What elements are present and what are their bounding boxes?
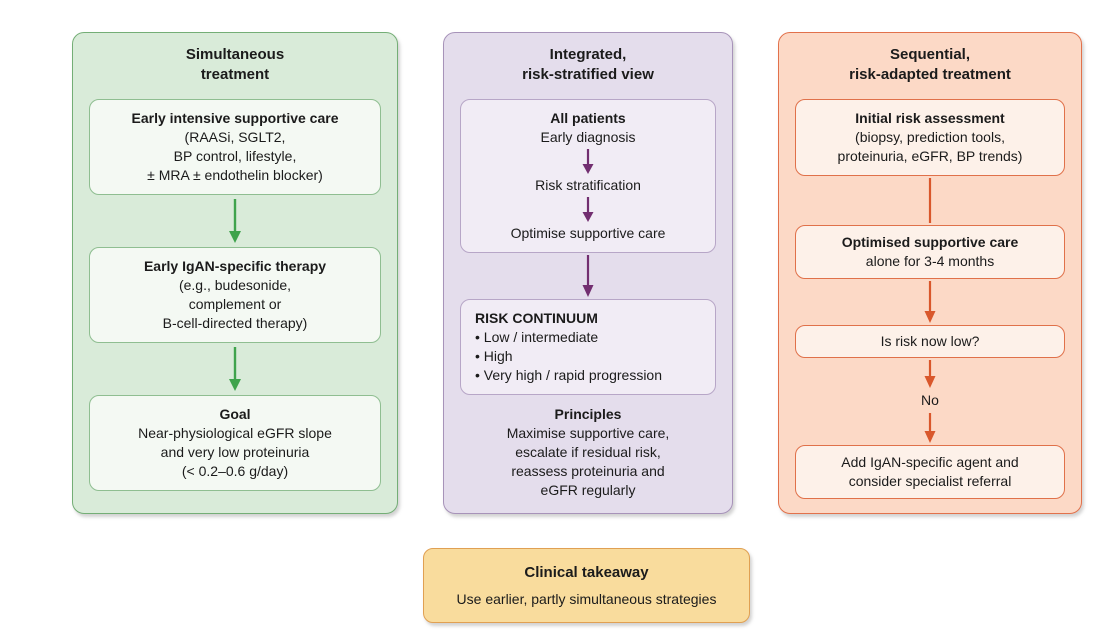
- clinical-takeaway-box: Clinical takeaway Use earlier, partly si…: [423, 548, 750, 623]
- box-heading: Initial risk assessment: [855, 110, 1005, 126]
- panel-title-integrated: Integrated, risk-stratified view: [522, 46, 654, 83]
- goal-box: Goal Near-physiological eGFR slope and v…: [89, 395, 381, 491]
- integrated-view-panel: Integrated, risk-stratified view All pat…: [443, 32, 733, 514]
- panel-title-simultaneous: Simultaneous treatment: [185, 46, 285, 83]
- step-label: Optimise supportive care: [510, 225, 666, 241]
- box-heading: Early intensive supportive care: [131, 110, 339, 126]
- connector-line: [928, 178, 932, 223]
- box-heading: Goal: [219, 406, 251, 422]
- step-label: Risk stratification: [535, 177, 641, 193]
- principles-heading: Principles: [554, 406, 622, 422]
- risk-bullet-list: • Low / intermediate • High • Very high …: [475, 329, 663, 383]
- box-body: Near-physiological eGFR slope and very l…: [138, 425, 332, 479]
- box-heading: All patients: [550, 110, 626, 126]
- box-body: (RAASi, SGLT2, BP control, lifestyle, ± …: [147, 129, 323, 183]
- down-arrow-icon: [229, 347, 241, 391]
- principles-note: Principles Maximise supportive care, esc…: [456, 405, 720, 500]
- box-heading: RISK CONTINUUM: [475, 310, 598, 326]
- box-body: Add IgAN-specific agent and consider spe…: [841, 454, 1019, 489]
- question-text: Is risk now low?: [880, 333, 980, 349]
- initial-risk-box: Initial risk assessment (biopsy, predict…: [795, 99, 1065, 176]
- no-label: No: [921, 392, 939, 408]
- box-body: alone for 3-4 months: [865, 253, 995, 269]
- principles-body: Maximise supportive care, escalate if re…: [506, 425, 670, 498]
- igan-therapy-box: Early IgAN-specific therapy (e.g., budes…: [89, 247, 381, 343]
- simultaneous-treatment-panel: Simultaneous treatment Early intensive s…: [72, 32, 398, 514]
- box-body: (biopsy, prediction tools, proteinuria, …: [837, 129, 1023, 164]
- down-arrow-icon: [924, 281, 936, 323]
- down-arrow-icon: [582, 149, 594, 174]
- down-arrow-icon: [229, 199, 241, 243]
- risk-low-question-box: Is risk now low?: [795, 325, 1065, 358]
- sequential-treatment-panel: Sequential, risk-adapted treatment Initi…: [778, 32, 1082, 514]
- risk-continuum-box: RISK CONTINUUM • Low / intermediate • Hi…: [460, 299, 716, 395]
- supportive-care-box: Early intensive supportive care (RAASi, …: [89, 99, 381, 195]
- panel-title-sequential: Sequential, risk-adapted treatment: [849, 46, 1011, 83]
- add-agent-box: Add IgAN-specific agent and consider spe…: [795, 445, 1065, 499]
- down-arrow-icon: [924, 360, 936, 388]
- box-heading: Optimised supportive care: [841, 234, 1019, 250]
- step-label: Early diagnosis: [540, 129, 636, 145]
- takeaway-body: Use earlier, partly simultaneous strateg…: [456, 590, 717, 607]
- optimised-care-box: Optimised supportive care alone for 3-4 …: [795, 225, 1065, 279]
- all-patients-box: All patients Early diagnosis Risk strati…: [460, 99, 716, 253]
- down-arrow-icon: [582, 197, 594, 222]
- takeaway-heading: Clinical takeaway: [524, 563, 649, 581]
- down-arrow-icon: [582, 255, 594, 297]
- down-arrow-icon: [924, 413, 936, 443]
- box-body: (e.g., budesonide, complement or B-cell-…: [162, 277, 308, 331]
- box-heading: Early IgAN-specific therapy: [143, 258, 327, 274]
